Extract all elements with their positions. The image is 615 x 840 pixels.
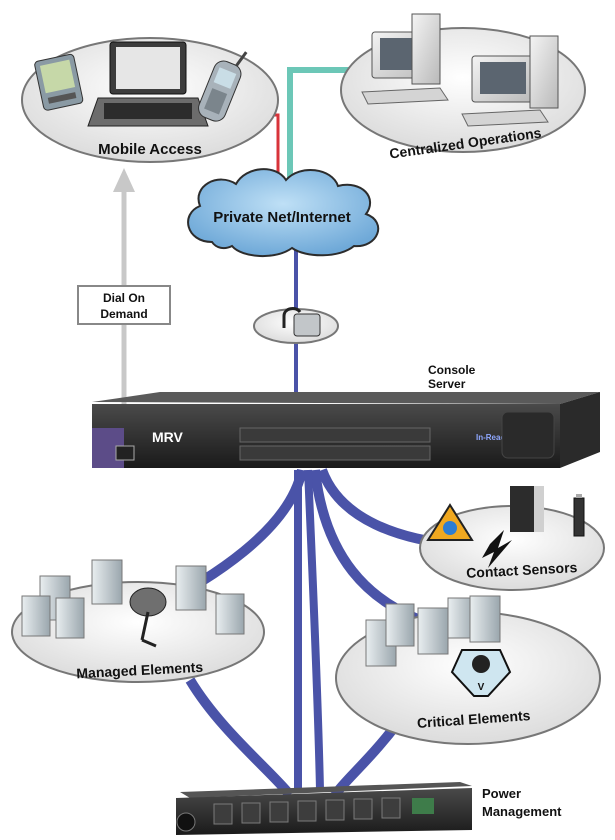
workstation-icon [461,35,559,127]
water-warning-icon [426,503,474,541]
console-server-group: Console Server MRV In-Reach [92,363,600,468]
console-server-vent [501,411,555,459]
private-net-cloud: Private Net/Internet [187,168,379,258]
workstation-icon [361,13,449,105]
critical-elements-group: V Critical Elements [335,595,601,745]
power-strip-top [180,782,472,798]
power-management-line1: Power [482,786,521,801]
centralized-operations-group: Centralized Operations [340,13,586,162]
console-server-top [92,392,600,404]
lightning-icon [482,530,512,568]
server-to-power-cable-2 [304,469,324,791]
console-server-line1: Console [428,363,476,377]
server-icon [365,595,501,667]
pda-icon [34,53,84,111]
console-server-ports [239,427,431,461]
console-server-brand: MRV [152,429,184,445]
power-management-line2: Management [482,804,562,819]
mobile-access-label: Mobile Access [98,141,202,158]
security-lock-group [253,307,339,344]
door-sensor-icon [510,486,544,532]
mobile-access-group: Mobile Access [21,37,279,163]
cellphone-icon [198,51,248,122]
private-net-label: Private Net/Internet [213,209,351,226]
svg-text:V: V [478,682,485,693]
laptop-icon [87,41,209,127]
dial-on-demand-box: Dial On Demand [77,285,171,325]
managed-elements-label: Managed Elements [76,659,204,682]
console-server-line2: Server [428,377,466,391]
server-icon [21,559,245,639]
power-cord-icon [176,812,196,832]
managed-elements-group: Managed Elements [11,559,265,683]
console-server-badge: In-Reach [476,433,510,442]
power-outlets [213,797,401,825]
contact-sensors-group: Contact Sensors [419,486,605,591]
battery-icon [573,494,585,537]
power-management-group: Power Management [176,782,562,835]
contact-sensors-label: Contact Sensors [466,559,578,581]
rack-unit-icon: V [450,649,512,697]
managed-to-power-cable [185,677,294,799]
dial-on-demand-line1: Dial On [103,291,145,305]
teal-cable [287,67,360,190]
dial-on-demand-line2: Demand [100,307,147,321]
padlock-icon [282,307,321,337]
satellite-dish-icon [129,587,167,648]
critical-elements-label: Critical Elements [416,707,531,731]
